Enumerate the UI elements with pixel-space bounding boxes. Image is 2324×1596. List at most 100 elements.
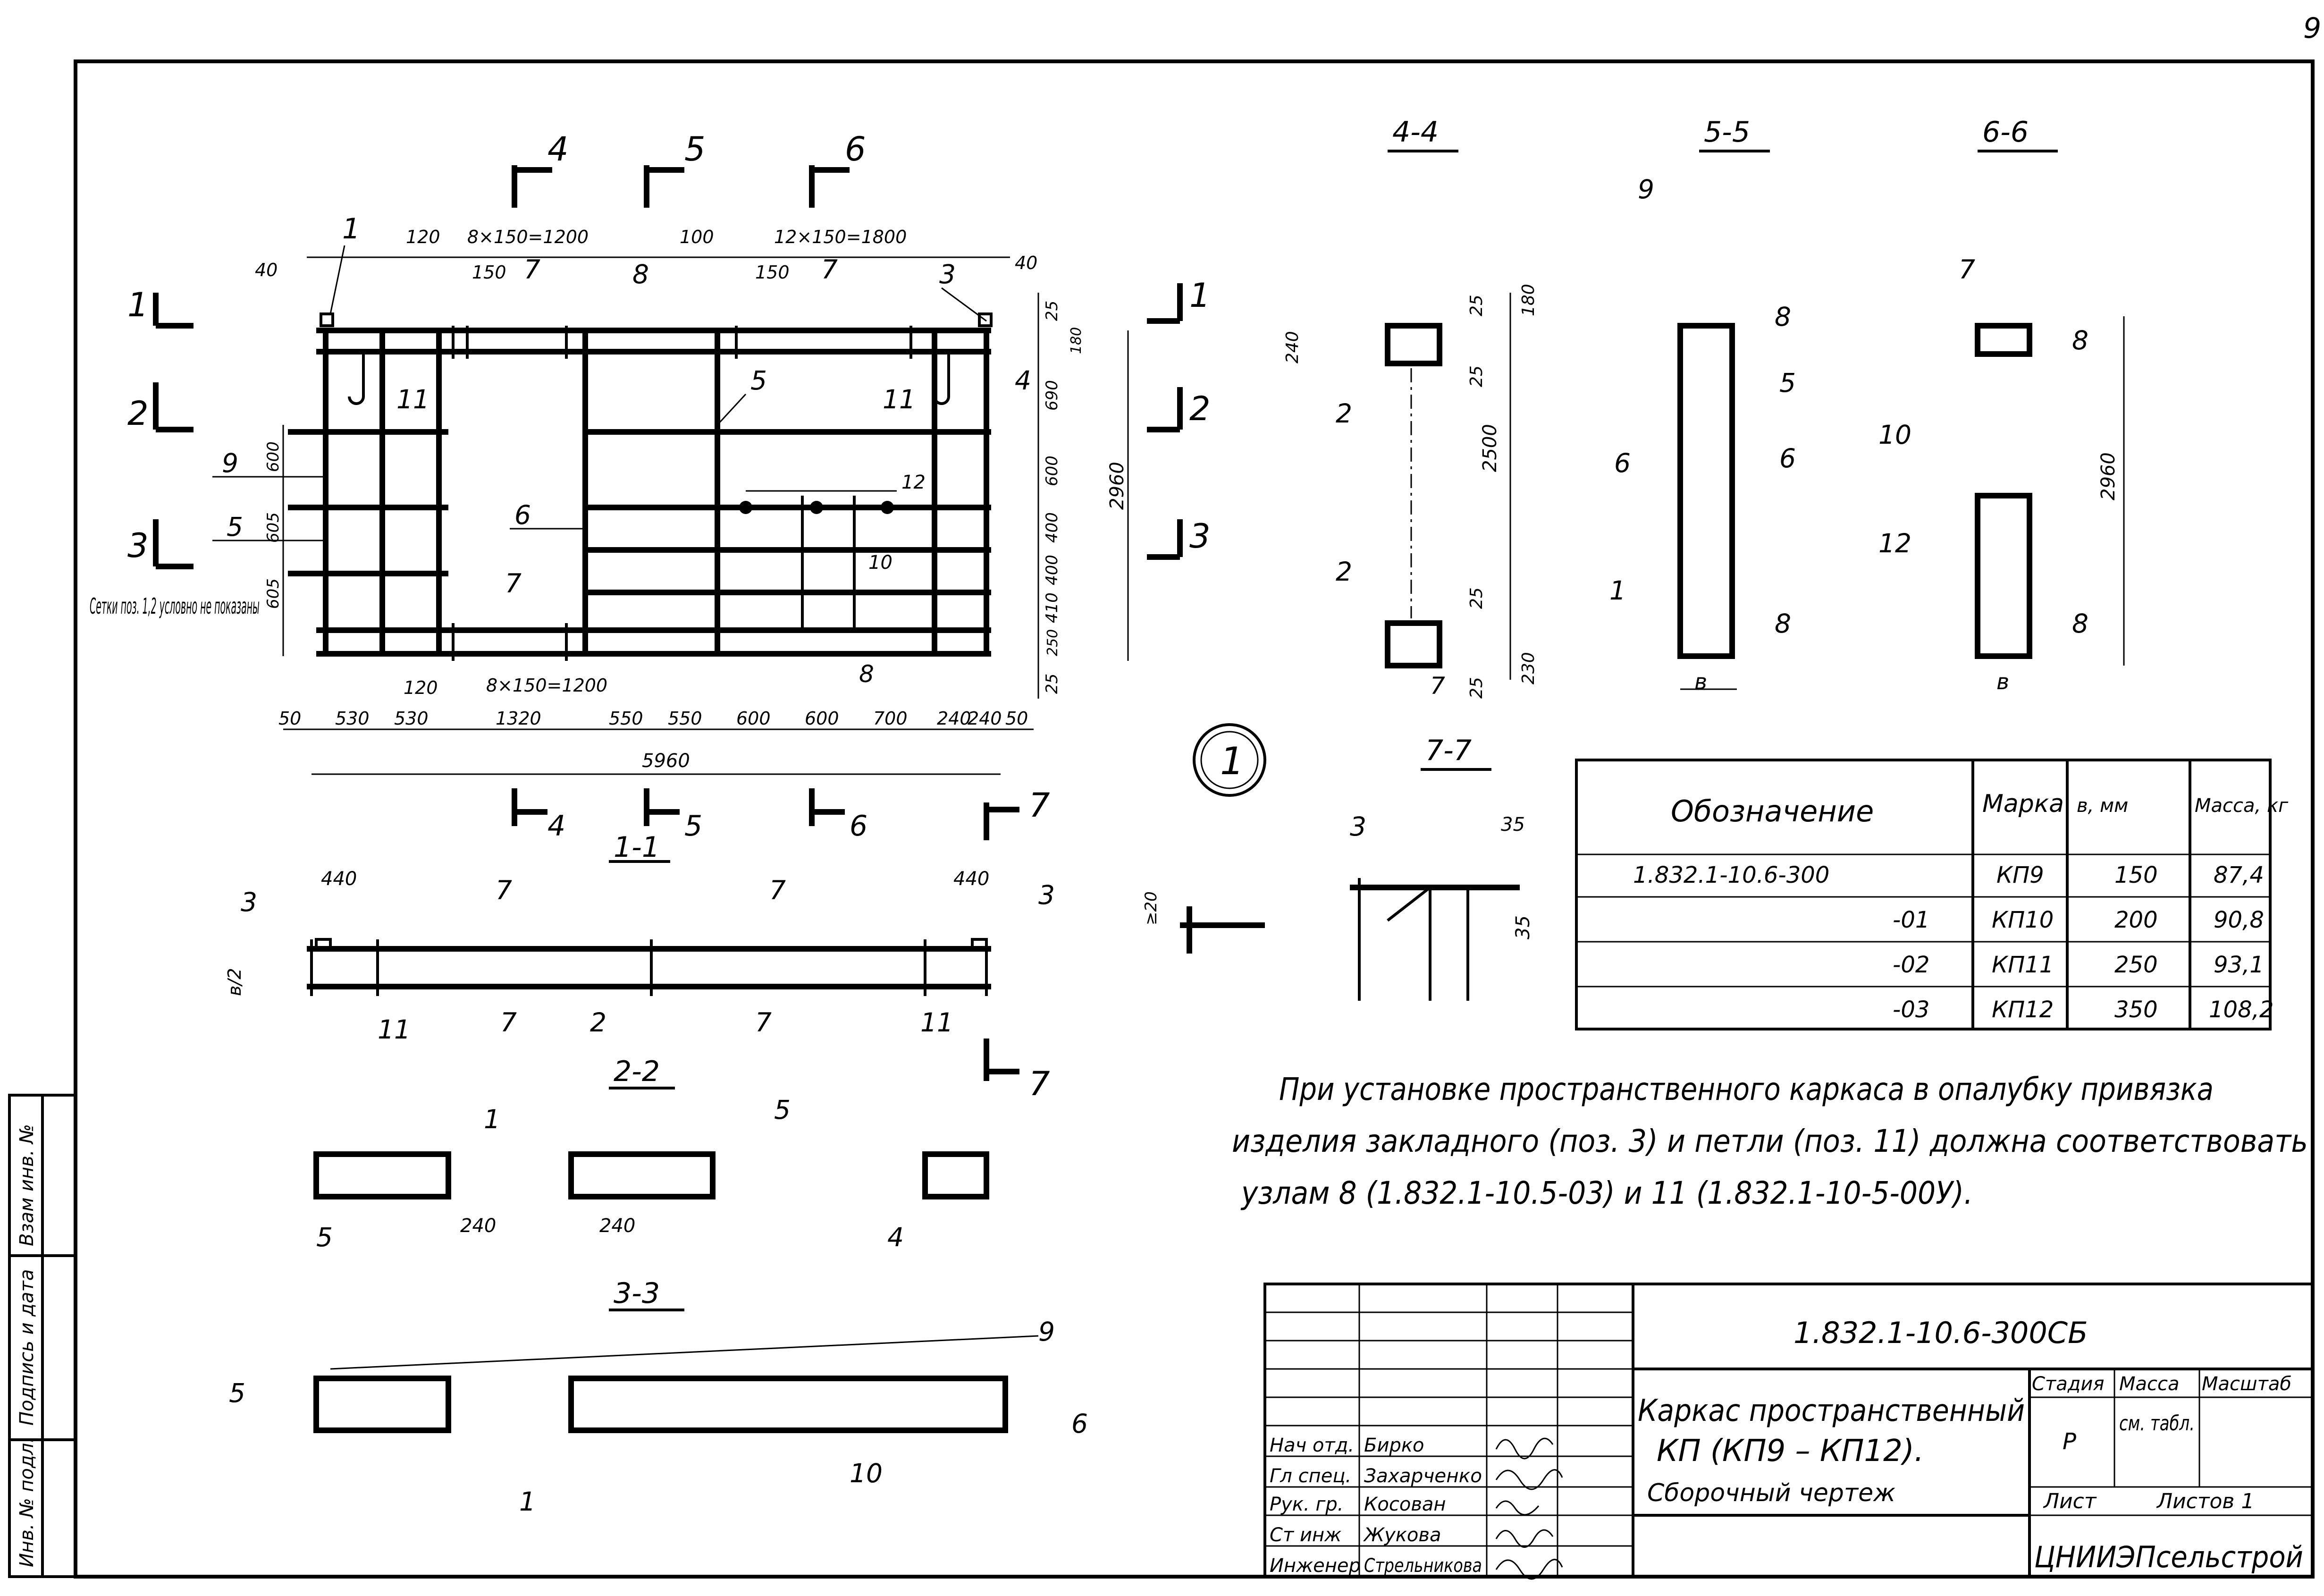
spec-header-width: в, мм bbox=[2077, 795, 2128, 817]
plan-top-dim-7: 40 bbox=[1015, 253, 1037, 273]
plan-bottom-dim-5: 1320 bbox=[496, 708, 541, 729]
section-7-7-dim-2: 35 bbox=[1512, 915, 1534, 939]
section-mark-6-bottom: 6 bbox=[809, 788, 867, 843]
name-1: Бирко bbox=[1364, 1435, 1424, 1456]
plan-pos-4: 4 bbox=[1015, 365, 1031, 396]
plan-pos-6: 6 bbox=[514, 500, 531, 530]
spec-header-designation: Обозначение bbox=[1671, 794, 1874, 828]
spec-header-mark: Марка bbox=[1982, 790, 2064, 818]
section-6-6: 6-6 2960 в 7 8 10 12 8 bbox=[1878, 116, 2125, 694]
sheet-number: 9 bbox=[2303, 12, 2321, 45]
section-5-5-pos-6b: 6 bbox=[1779, 443, 1796, 473]
section-6-6-pos-8b: 8 bbox=[2072, 608, 2088, 639]
plan-top-dim-6: 150 bbox=[472, 262, 506, 283]
note-line-3: узлам 8 (1.832.1-10.5-03) и 11 (1.832.1-… bbox=[1240, 1175, 1973, 1211]
section-6-6-pos-7: 7 bbox=[1959, 254, 1975, 285]
title-line-3: Сборочный чертеж bbox=[1647, 1479, 1895, 1507]
section-mark-2-right: 2 bbox=[1147, 387, 1211, 432]
section-4-4-dim-4: 25 bbox=[1467, 365, 1486, 387]
svg-text:7: 7 bbox=[1029, 786, 1050, 825]
section-1-1-pos-2: 2 bbox=[590, 1007, 606, 1038]
section-mark-7-top: 7 bbox=[984, 786, 1050, 840]
section-5-5-dim-1: в bbox=[1694, 669, 1707, 694]
svg-text:3: 3 bbox=[127, 526, 149, 565]
section-1-1-pos-3b: 3 bbox=[1038, 880, 1055, 910]
svg-text:1: 1 bbox=[1189, 276, 1211, 315]
plan-overall-height: 2960 bbox=[1106, 462, 1128, 510]
signature-3 bbox=[1495, 1500, 1540, 1516]
plan-view: 5960 2960 120 8×150=1200 100 12×150=1800… bbox=[90, 130, 1211, 1103]
section-3-3-pos-5: 5 bbox=[229, 1378, 245, 1408]
section-5-5: 5-5 в 9 8 5 6 6 1 8 bbox=[1609, 116, 1796, 694]
plan-pos-3: 3 bbox=[939, 259, 956, 289]
role-3: Рук. гр. bbox=[1270, 1494, 1344, 1515]
plan-pos-7a: 7 bbox=[524, 254, 540, 285]
section-4-4-dim-3: 180 bbox=[1519, 284, 1538, 316]
section-1-1-pos-7b: 7 bbox=[769, 875, 786, 905]
section-3-3-pos-1: 1 bbox=[519, 1486, 536, 1517]
plan-pos-8b: 8 bbox=[859, 660, 874, 688]
plan-pos-11b: 11 bbox=[883, 384, 916, 414]
section-4-4-dim-8: 230 bbox=[1519, 652, 1538, 684]
section-5-5-pos-9: 9 bbox=[1638, 174, 1654, 204]
plan-bottom-dim-1: 50 bbox=[278, 708, 301, 729]
section-1-1-title: 1-1 bbox=[614, 831, 660, 864]
section-2-2-pos-5b: 5 bbox=[774, 1095, 791, 1125]
mass-label: Масса bbox=[2119, 1373, 2180, 1395]
section-mark-5-bottom: 5 bbox=[644, 788, 702, 843]
sheet-label: Лист bbox=[2043, 1489, 2097, 1513]
section-5-5-pos-5: 5 bbox=[1779, 368, 1796, 398]
section-mark-7-bottom: 7 bbox=[984, 1039, 1050, 1103]
section-4-4-pos-7: 7 bbox=[1430, 672, 1445, 700]
section-mark-1-right: 1 bbox=[1147, 276, 1211, 324]
section-3-3-pos-9: 9 bbox=[1038, 1317, 1055, 1347]
plan-bottom-dim-11: 700 bbox=[873, 708, 908, 729]
plan-bottom-dim-12: 240 bbox=[937, 708, 971, 729]
section-5-5-pos-8a: 8 bbox=[1775, 302, 1791, 332]
section-7-7-dim-3: ≥20 bbox=[1142, 891, 1161, 925]
section-5-5-pos-6a: 6 bbox=[1614, 448, 1631, 478]
section-7-7-pos-3: 3 bbox=[1350, 811, 1366, 842]
plan-right-dim-5: 400 bbox=[1043, 512, 1061, 543]
plan-pos-7c: 7 bbox=[505, 568, 522, 599]
spec-row-4-width: 350 bbox=[2114, 996, 2158, 1023]
plan-note: Сетки поз. 1,2 условно не показаны bbox=[90, 593, 260, 619]
plan-note-text: Сетки поз. 1,2 условно не показаны bbox=[90, 593, 260, 619]
section-1-1-pos-11b: 11 bbox=[920, 1007, 953, 1038]
plan-bottom-dim-13: 240 bbox=[968, 708, 1002, 729]
note-line-2: изделия закладного (поз. 3) и петли (поз… bbox=[1232, 1123, 2308, 1159]
svg-text:1: 1 bbox=[127, 286, 149, 324]
svg-text:4: 4 bbox=[547, 810, 565, 843]
plan-pos-9: 9 bbox=[222, 448, 238, 478]
name-3: Косован bbox=[1364, 1494, 1446, 1515]
spec-row-4-mass: 108,2 bbox=[2209, 996, 2273, 1023]
section-1-1-dim-2: 440 bbox=[953, 868, 989, 890]
section-2-2-dim-2: 240 bbox=[599, 1215, 635, 1237]
spec-row-1-designation: 1.832.1-10.6-300 bbox=[1633, 862, 1829, 888]
plan-pos-5b: 5 bbox=[227, 512, 243, 542]
name-5: Стрельникова bbox=[1364, 1555, 1482, 1577]
section-4-4-dim-6: 25 bbox=[1467, 587, 1486, 609]
svg-text:1: 1 bbox=[1220, 739, 1244, 783]
signature-4 bbox=[1495, 1529, 1554, 1548]
plan-left-dim-1: 600 bbox=[264, 441, 283, 472]
section-3-3: 3-3 9 5 6 1 10 bbox=[229, 1277, 1088, 1517]
section-1-1: 1-1 440 440 в/2 3 7 3 7 7 2 7 11 11 bbox=[224, 831, 1055, 1045]
section-6-6-pos-10: 10 bbox=[1878, 420, 1911, 450]
section-mark-4-bottom: 4 bbox=[512, 788, 565, 843]
plan-bottom-dim-3: 530 bbox=[394, 708, 429, 729]
signature-2 bbox=[1495, 1469, 1563, 1490]
section-4-4-title: 4-4 bbox=[1392, 116, 1439, 149]
section-2-2-pos-5a: 5 bbox=[316, 1222, 333, 1252]
svg-text:5: 5 bbox=[684, 810, 702, 843]
mass-value: см. табл. bbox=[2119, 1411, 2195, 1436]
section-7-7: 7-7 35 35 ≥20 3 bbox=[1142, 734, 1534, 1001]
plan-bottom-dim-8: 550 bbox=[668, 708, 702, 729]
plan-pos-10: 10 bbox=[868, 552, 893, 574]
svg-text:3: 3 bbox=[1189, 517, 1211, 556]
svg-text:5: 5 bbox=[684, 130, 706, 169]
section-1-1-pos-7d: 7 bbox=[755, 1007, 772, 1038]
section-2-2-pos-1: 1 bbox=[484, 1104, 500, 1134]
plan-right-dim-7: 410 bbox=[1043, 592, 1061, 623]
